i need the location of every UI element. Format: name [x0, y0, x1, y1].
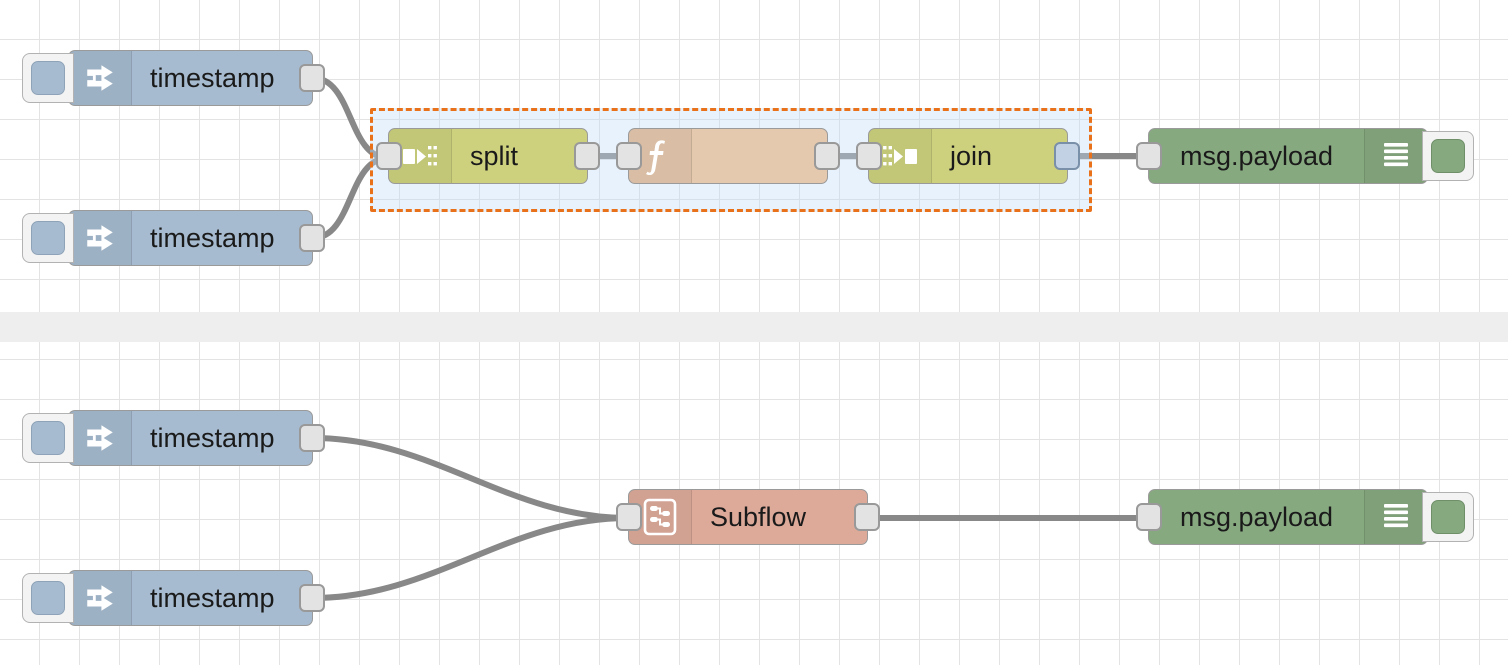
debug-lines-icon	[1364, 129, 1427, 183]
node-label: split	[470, 140, 519, 171]
wire-inject-bot-2-to-subflow	[310, 515, 631, 601]
node-inject-timestamp-4[interactable]: timestamp	[22, 570, 325, 626]
wire-inject-bot-1-to-subflow	[310, 435, 631, 521]
debug-knob-icon	[1431, 139, 1465, 173]
inject-arrow-icon	[69, 571, 132, 625]
node-debug-msg-payload-bottom[interactable]: msg.payload	[1136, 489, 1474, 545]
node-label: msg.payload	[1179, 501, 1334, 532]
node-label: timestamp	[150, 582, 275, 613]
input-port[interactable]	[1136, 142, 1162, 170]
output-port[interactable]	[299, 584, 325, 612]
inject-trigger-button[interactable]	[22, 573, 74, 623]
inject-arrow-icon	[69, 51, 132, 105]
inject-knob-icon	[31, 581, 65, 615]
output-port[interactable]	[574, 142, 600, 170]
node-function[interactable]	[616, 128, 840, 184]
node-label: timestamp	[150, 222, 275, 253]
inject-knob-icon	[31, 61, 65, 95]
input-port[interactable]	[376, 142, 402, 170]
output-port[interactable]	[1054, 142, 1080, 170]
output-port[interactable]	[299, 64, 325, 92]
debug-knob-icon	[1431, 500, 1465, 534]
node-split[interactable]: split	[376, 128, 600, 184]
node-inject-timestamp-1[interactable]: timestamp	[22, 50, 325, 106]
inject-trigger-button[interactable]	[22, 53, 74, 103]
node-label: join	[950, 140, 993, 171]
node-label: timestamp	[150, 62, 275, 93]
input-port[interactable]	[856, 142, 882, 170]
input-port[interactable]	[1136, 503, 1162, 531]
inject-arrow-icon	[69, 211, 132, 265]
flow-divider	[0, 312, 1508, 342]
debug-toggle-button[interactable]	[1422, 131, 1474, 181]
inject-arrow-icon	[69, 411, 132, 465]
inject-trigger-button[interactable]	[22, 213, 74, 263]
node-join[interactable]: join	[856, 128, 1080, 184]
input-port[interactable]	[616, 503, 642, 531]
node-label: msg.payload	[1179, 140, 1334, 171]
output-port[interactable]	[814, 142, 840, 170]
output-port[interactable]	[299, 224, 325, 252]
debug-lines-icon	[1364, 490, 1427, 544]
output-port[interactable]	[299, 424, 325, 452]
inject-knob-icon	[31, 221, 65, 255]
node-label	[692, 129, 827, 183]
node-label: Subflow	[710, 501, 807, 532]
inject-trigger-button[interactable]	[22, 413, 74, 463]
node-inject-timestamp-2[interactable]: timestamp	[22, 210, 325, 266]
input-port[interactable]	[616, 142, 642, 170]
node-debug-msg-payload-top[interactable]: msg.payload	[1136, 128, 1474, 184]
inject-knob-icon	[31, 421, 65, 455]
node-inject-timestamp-3[interactable]: timestamp	[22, 410, 325, 466]
debug-toggle-button[interactable]	[1422, 492, 1474, 542]
output-port[interactable]	[854, 503, 880, 531]
node-subflow[interactable]: Subflow	[616, 489, 880, 545]
node-label: timestamp	[150, 422, 275, 453]
